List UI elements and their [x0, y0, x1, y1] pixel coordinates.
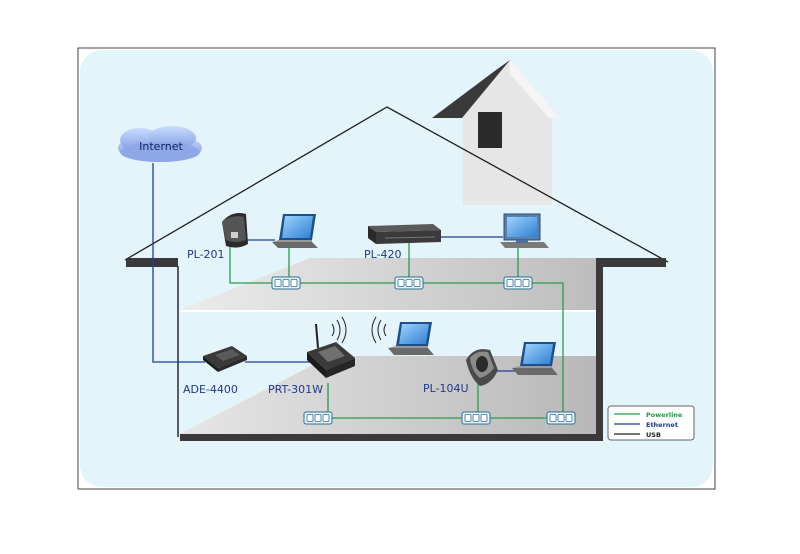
pl104u-adapter-icon [466, 349, 498, 386]
wifi-waves-icon [331, 316, 347, 344]
roof-outline [124, 106, 669, 263]
laptop-upper-left-icon [272, 214, 318, 248]
legend-item-usb: USB [614, 431, 661, 439]
pl104u-label: PL-104U [423, 382, 469, 395]
wifi-waves-laptop-icon [371, 316, 387, 344]
outlet-lower-1 [303, 411, 333, 425]
house-walls [126, 258, 666, 441]
ade4400-modem-icon [203, 346, 247, 372]
internet-ethernet-link [152, 163, 205, 363]
small-house-icon [432, 60, 560, 205]
outlet-lower-3 [546, 411, 576, 425]
outlet-lower-2 [461, 411, 491, 425]
pl420-label: PL-420 [364, 248, 402, 261]
desktop-pc-icon [500, 213, 549, 248]
ethernet-links [245, 236, 518, 372]
legend: Powerline Ethernet USB [607, 405, 695, 441]
ade4400-label: ADE-4400 [183, 383, 238, 396]
upper-floor [180, 258, 596, 310]
prt301w-label: PRT-301W [268, 383, 323, 396]
pl420-switch-icon [368, 224, 441, 244]
legend-label-ethernet: Ethernet [646, 421, 678, 429]
laptop-wireless-icon [388, 322, 434, 355]
outlet-upper-1 [271, 276, 301, 290]
legend-item-ethernet: Ethernet [614, 421, 678, 429]
internet-cloud: Internet [118, 126, 202, 162]
legend-label-powerline: Powerline [646, 411, 683, 419]
legend-label-usb: USB [646, 431, 661, 439]
pl201-adapter-icon [222, 213, 248, 248]
legend-item-powerline: Powerline [614, 411, 683, 419]
laptop-lower-right-icon [512, 342, 558, 375]
floor-divider [180, 310, 596, 312]
outlets [271, 276, 576, 425]
prt301w-router-icon [307, 323, 355, 378]
outlet-upper-2 [394, 276, 424, 290]
pl201-label: PL-201 [187, 248, 225, 261]
outlet-upper-3 [503, 276, 533, 290]
internet-label: Internet [139, 140, 183, 153]
